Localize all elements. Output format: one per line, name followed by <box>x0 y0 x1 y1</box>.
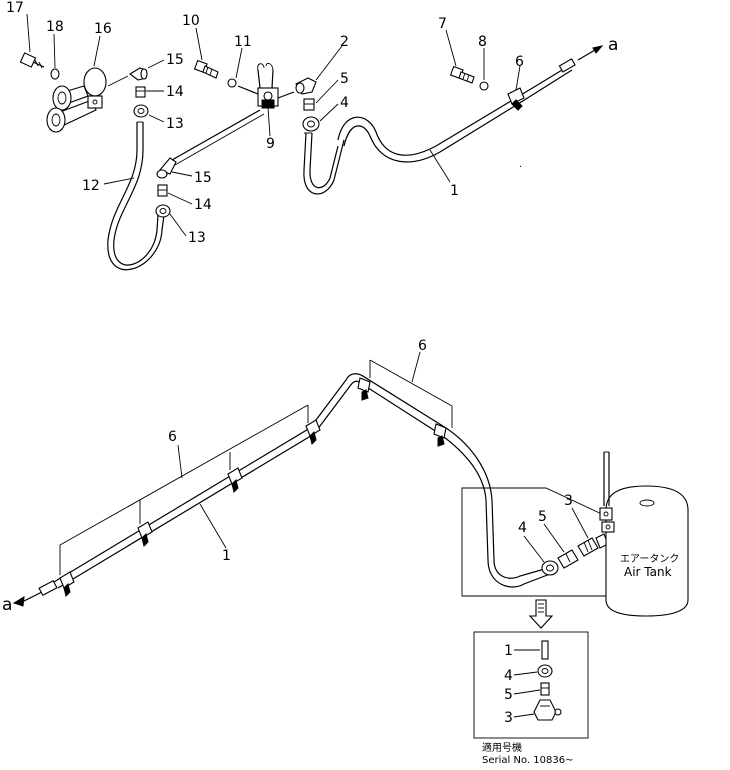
inset-callout-4: 4 <box>504 668 513 684</box>
callout-9: 9 <box>266 136 275 152</box>
callout-a-left: a <box>2 595 12 615</box>
inset-callout-1: 1 <box>504 643 513 659</box>
callout-a-top: a <box>608 35 618 55</box>
callout-8: 8 <box>478 34 487 50</box>
horn-16 <box>46 67 107 133</box>
leader-lines-top-right <box>429 29 521 183</box>
pipe-1-top: · <box>303 45 604 195</box>
clamp-2 <box>137 521 153 547</box>
serial-label-jp: 適用号機 <box>482 741 522 754</box>
callout-11: 11 <box>234 34 252 50</box>
washer-18 <box>50 68 60 80</box>
air-tank <box>599 451 689 617</box>
tick-mark: · <box>519 162 522 173</box>
leader-lines-bottom <box>177 351 421 549</box>
callout-6-left: 6 <box>168 429 177 445</box>
air-tank-label-jp: エアータンク <box>620 553 679 565</box>
fitting-5-top <box>303 98 315 111</box>
inset-nut-4 <box>537 664 553 678</box>
callout-15-top: 15 <box>166 52 184 68</box>
callout-3-detail: 3 <box>564 493 573 509</box>
inset-callout-5: 5 <box>504 687 513 703</box>
hose-12 <box>107 122 165 271</box>
callout-16: 16 <box>94 21 112 37</box>
inset-callout-3: 3 <box>504 710 513 726</box>
callout-14-top: 14 <box>166 84 184 100</box>
callout-17: 17 <box>6 0 24 16</box>
callout-12: 12 <box>82 178 100 194</box>
leader-lines-middle <box>195 27 343 137</box>
valve-9 <box>237 62 295 109</box>
serial-label-en: Serial No. 10836~ <box>482 755 573 765</box>
clamp-5 <box>357 377 371 401</box>
elbow-2 <box>295 77 317 95</box>
clamp-6 <box>433 423 447 447</box>
clamp-6-top <box>507 87 525 111</box>
callout-13-bottom: 13 <box>188 230 206 246</box>
washer-11 <box>227 78 237 88</box>
pipe-1-bottom <box>12 373 551 607</box>
elbow-15-top <box>107 67 148 87</box>
valve-feed-line <box>171 109 261 161</box>
inset-box <box>473 631 589 739</box>
bolt-17 <box>19 52 45 69</box>
clamp-1 <box>59 571 75 597</box>
nut-4-detail <box>541 560 559 576</box>
callout-4-top: 4 <box>340 95 349 111</box>
fitting-14-bottom <box>157 184 168 197</box>
bracket-lines <box>59 359 453 575</box>
callout-6-top: 6 <box>515 54 524 70</box>
inset-pipe-1 <box>541 640 549 660</box>
callout-4-detail: 4 <box>518 520 527 536</box>
bolt-10 <box>193 59 219 79</box>
callout-1-bottom: 1 <box>222 548 231 564</box>
down-arrow <box>528 599 554 629</box>
clamp-4 <box>305 419 321 445</box>
valve-assembly <box>171 59 320 166</box>
callout-5-detail: 5 <box>538 509 547 525</box>
inset-fitting-5 <box>540 682 550 696</box>
leader-lines-left <box>26 13 193 237</box>
fitting-3-detail <box>577 533 609 557</box>
callout-14-bottom: 14 <box>194 197 212 213</box>
callout-2: 2 <box>340 34 349 50</box>
callout-1-top: 1 <box>450 183 459 199</box>
callout-5-top: 5 <box>340 71 349 87</box>
callout-18: 18 <box>46 19 64 35</box>
callout-7: 7 <box>438 16 447 32</box>
air-tank-label-en: Air Tank <box>624 565 672 579</box>
callout-10: 10 <box>182 13 200 29</box>
inset-fitting-3 <box>533 699 562 721</box>
nut-13-top <box>133 104 149 118</box>
nut-4-top <box>302 116 320 132</box>
callout-15-bottom: 15 <box>194 170 212 186</box>
clamp-3 <box>227 467 243 493</box>
callout-6-right: 6 <box>418 338 427 354</box>
fitting-14-top <box>135 86 146 98</box>
horn-assembly <box>19 52 177 271</box>
washer-8 <box>479 81 489 91</box>
elbow-15-bottom <box>156 157 177 179</box>
callout-13-top: 13 <box>166 116 184 132</box>
bolt-7 <box>449 65 475 84</box>
nut-13-bottom <box>155 204 171 218</box>
fitting-5-detail <box>557 549 579 569</box>
